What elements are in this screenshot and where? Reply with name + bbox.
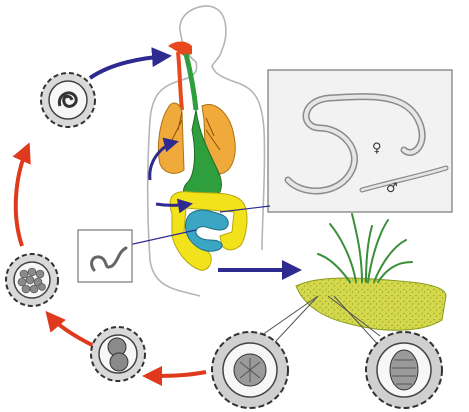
arrow-red-1	[142, 365, 207, 386]
grass-icon	[317, 213, 413, 283]
pointer-line	[219, 205, 271, 213]
egg-icon-morula	[5, 253, 59, 307]
egg-icon-embryonated-top	[40, 72, 96, 128]
egg-icon-fertilized	[365, 331, 443, 409]
small-intestine	[185, 209, 229, 252]
arrow-to-intestine	[155, 198, 193, 214]
large-intestine	[169, 191, 248, 271]
arrow-to-lungs	[148, 137, 179, 181]
adult-worms-panel: ♀ ♂	[267, 69, 453, 213]
arrow-to-mouth	[88, 47, 172, 80]
larva-icon	[90, 246, 128, 272]
arrow-red-2	[45, 310, 95, 348]
arrow-red-3	[12, 142, 31, 247]
pointer-line	[123, 229, 197, 247]
female-symbol: ♀	[372, 141, 382, 156]
egg-icon-two-cell	[90, 326, 146, 382]
male-symbol: ♂	[386, 181, 398, 196]
larva-panel	[77, 229, 133, 283]
throat	[168, 41, 199, 111]
egg-icon-larvated	[211, 331, 289, 409]
